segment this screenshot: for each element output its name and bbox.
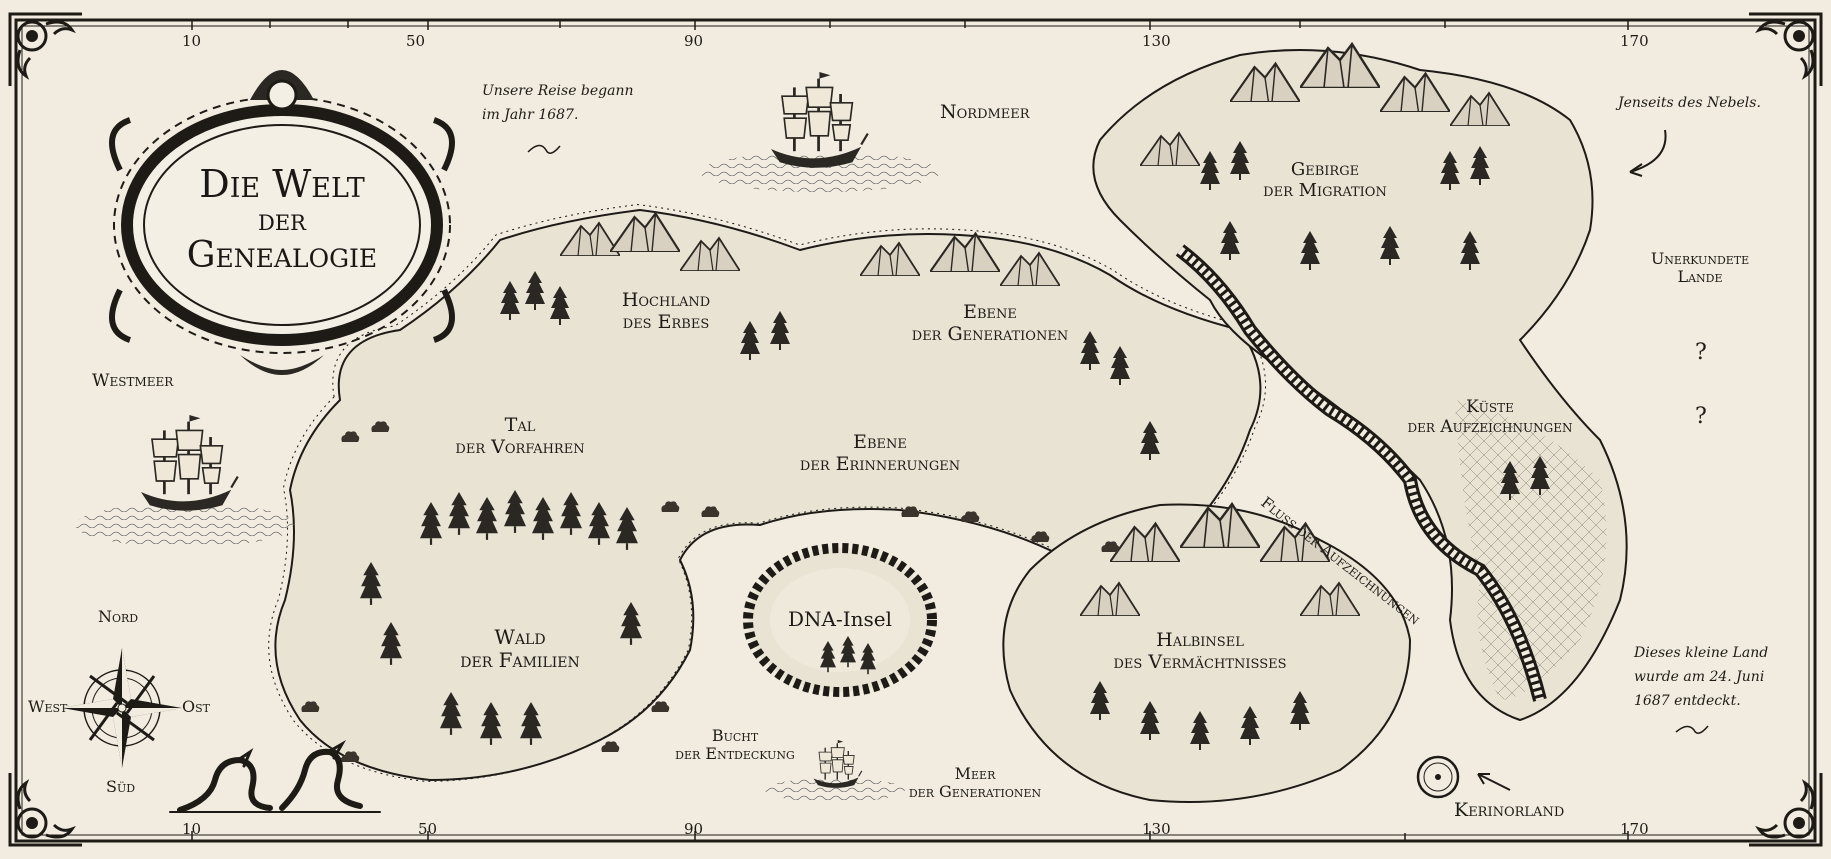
question-mark-2: ? bbox=[1695, 404, 1707, 429]
map-title: Die Welt der Genealogie bbox=[172, 162, 392, 277]
discovery-note: Dieses kleine Land wurde am 24. Juni 168… bbox=[1634, 642, 1768, 713]
tick-bottom-10: 10 bbox=[182, 820, 202, 838]
hochland-line-2: des Erbes bbox=[622, 310, 710, 333]
region-label-ebene-generationen: Ebene der Generationen bbox=[890, 301, 1090, 346]
sea-serpent-icon bbox=[169, 739, 381, 813]
axis-ticks bbox=[191, 20, 1629, 841]
region-label-wald: Wald der Familien bbox=[440, 626, 600, 672]
wald-line-2: der Familien bbox=[460, 648, 580, 672]
region-label-kueste: Küste der Aufzeichnungen bbox=[1390, 397, 1590, 437]
place-label-kerinorland: Kerinorland bbox=[1454, 799, 1565, 821]
meer-gen-line-1: Meer bbox=[954, 764, 996, 783]
tick-bottom-170: 170 bbox=[1620, 820, 1649, 838]
discovery-note-line-1: Dieses kleine Land bbox=[1634, 645, 1769, 661]
tick-top-170: 170 bbox=[1620, 32, 1649, 50]
sea-label-bucht: Bucht der Entdeckung bbox=[670, 726, 800, 764]
compass-south-label: Süd bbox=[106, 777, 136, 796]
discovery-note-line-2: wurde am 24. Juni bbox=[1634, 668, 1765, 685]
peninsula bbox=[1002, 503, 1412, 803]
meer-gen-line-2: der Generationen bbox=[908, 782, 1042, 802]
halbinsel-line-1: Halbinsel bbox=[1156, 629, 1244, 651]
tick-bottom-50: 50 bbox=[418, 820, 438, 838]
ebene-gen-line-1: Ebene bbox=[963, 301, 1017, 323]
journey-note-line-2: im Jahr 1687. bbox=[482, 106, 579, 123]
ebene-erin-line-1: Ebene bbox=[853, 431, 907, 453]
tick-top-50: 50 bbox=[406, 32, 426, 50]
compass-north-label: Nord bbox=[98, 607, 139, 626]
sea-label-nordmeer: Nordmeer bbox=[940, 101, 1030, 123]
region-label-unerkundet: Unerkundete Lande bbox=[1630, 249, 1770, 287]
discovery-note-line-3: 1687 entdeckt. bbox=[1634, 692, 1741, 709]
curved-arrow-icon bbox=[1477, 773, 1511, 791]
tick-top-10: 10 bbox=[182, 32, 202, 50]
compass-rose-icon bbox=[62, 648, 182, 768]
compass-east-label: Ost bbox=[182, 697, 210, 716]
journey-note: Unsere Reise begann im Jahr 1687. bbox=[482, 80, 634, 128]
dna-island bbox=[743, 543, 937, 697]
curved-arrow-icon bbox=[1629, 129, 1667, 173]
kueste-line-2: der Aufzeichnungen bbox=[1407, 416, 1573, 437]
wald-line-1: Wald bbox=[494, 625, 546, 649]
sea-label-meer-generationen: Meer der Generationen bbox=[900, 764, 1050, 802]
tal-line-2: der Vorfahren bbox=[455, 435, 585, 458]
tick-bottom-90: 90 bbox=[684, 820, 704, 838]
tick-bottom-130: 130 bbox=[1142, 820, 1171, 838]
bucht-line-2: der Entdeckung bbox=[675, 744, 795, 764]
cartouche-frame-icon bbox=[109, 70, 455, 375]
region-label-gebirge: Gebirge der Migration bbox=[1240, 159, 1410, 201]
fog-note: Jenseits des Nebels. bbox=[1618, 95, 1761, 111]
sea-label-westmeer: Westmeer bbox=[92, 371, 174, 391]
region-label-halbinsel: Halbinsel des Vermächtnisses bbox=[1100, 629, 1300, 674]
region-label-ebene-erinnerungen: Ebene der Erinnerungen bbox=[780, 431, 980, 476]
halbinsel-line-2: des Vermächtnisses bbox=[1113, 650, 1287, 673]
title-line-1: Die Welt bbox=[199, 162, 365, 206]
unerkundet-line-1: Unerkundete bbox=[1650, 249, 1750, 268]
title-line-3: Genealogie bbox=[186, 235, 378, 277]
ebene-erin-line-2: der Erinnerungen bbox=[799, 452, 961, 475]
region-label-dna-insel: DNA-Insel bbox=[787, 607, 892, 631]
kueste-line-1: Küste bbox=[1466, 397, 1514, 417]
hochland-line-1: Hochland bbox=[621, 289, 711, 311]
tick-top-130: 130 bbox=[1142, 32, 1171, 50]
region-label-tal: Tal der Vorfahren bbox=[440, 414, 600, 459]
tal-line-1: Tal bbox=[504, 414, 536, 436]
title-line-2: der bbox=[258, 203, 306, 239]
ebene-gen-line-2: der Generationen bbox=[911, 322, 1069, 345]
target-circle-icon bbox=[1416, 755, 1460, 799]
question-mark-1: ? bbox=[1695, 340, 1707, 365]
bucht-line-1: Bucht bbox=[711, 726, 759, 745]
gebirge-line-2: der Migration bbox=[1263, 179, 1387, 201]
gebirge-line-1: Gebirge bbox=[1290, 159, 1360, 180]
northeast-island bbox=[1092, 49, 1628, 722]
journey-note-line-1: Unsere Reise begann bbox=[482, 83, 634, 99]
unerkundet-line-2: Lande bbox=[1677, 267, 1723, 287]
region-label-hochland: Hochland des Erbes bbox=[596, 289, 736, 334]
compass-west-label: West bbox=[28, 697, 68, 716]
tick-top-90: 90 bbox=[684, 32, 704, 50]
